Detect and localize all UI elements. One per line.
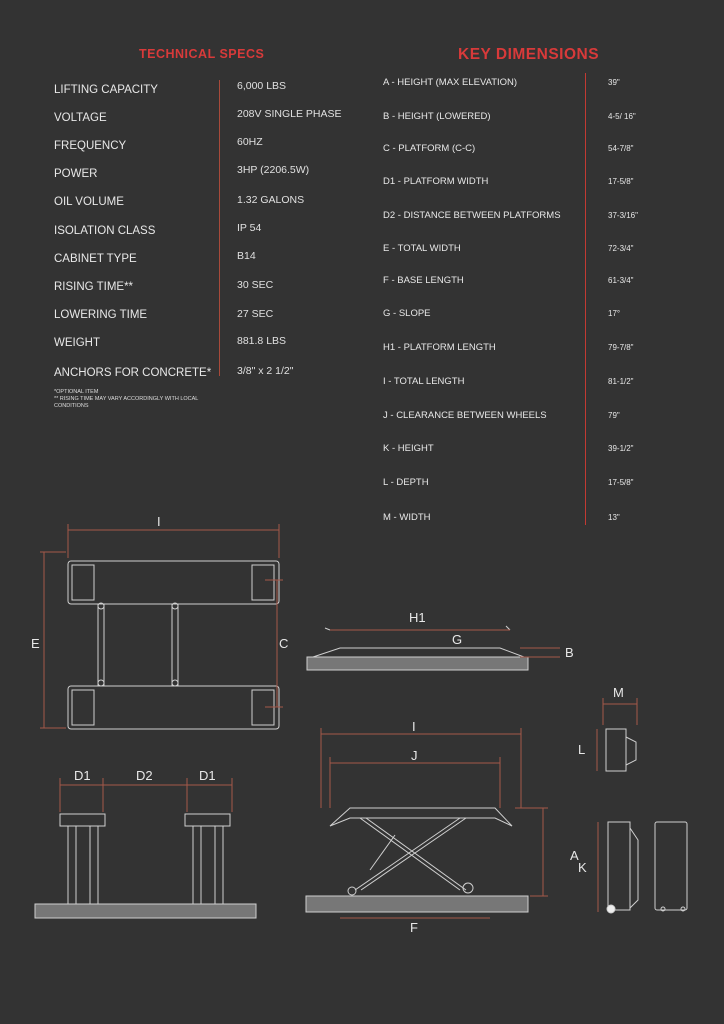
dimension-value: 13": [608, 513, 620, 522]
spec-value: 881.8 LBS: [237, 335, 287, 347]
dim-label-h1: H1: [409, 610, 426, 625]
note-rising-time: ** RISING TIME MAY VARY ACCORDINGLY WITH…: [54, 396, 199, 409]
control-cabinet-drawing: [605, 728, 688, 914]
dim-label-a: A: [570, 848, 579, 863]
dimension-value: 79-7/8": [608, 343, 634, 352]
spec-label: LOWERING TIME: [54, 309, 148, 321]
dimension-label: D2 - DISTANCE BETWEEN PLATFORMS: [383, 210, 561, 221]
technical-specs-title: TECHNICAL SPECS: [139, 47, 265, 61]
dimension-label: K - HEIGHT: [383, 443, 434, 454]
spec-value: B14: [237, 250, 256, 262]
dimension-value: 37-3/16": [608, 211, 638, 220]
dim-label-d1-right: D1: [199, 768, 216, 783]
spec-value: 3/8" x 2 1/2": [237, 365, 294, 377]
dim-label-top-i: I: [157, 514, 161, 529]
dimension-value: 81-1/2": [608, 377, 634, 386]
dimension-label: F - BASE LENGTH: [383, 275, 464, 286]
dim-label-g: G: [452, 632, 462, 647]
spec-notes: *OPTIONAL ITEM ** RISING TIME MAY VARY A…: [54, 389, 234, 410]
dim-label-l: L: [578, 742, 585, 757]
dimension-label: L - DEPTH: [383, 477, 429, 488]
spec-label: VOLTAGE: [54, 112, 107, 124]
dimension-value: 54-7/8": [608, 144, 634, 153]
specs-divider: [219, 80, 220, 376]
dimension-label: J - CLEARANCE BETWEEN WHEELS: [383, 410, 547, 421]
spec-value: 208V SINGLE PHASE: [237, 108, 342, 120]
spec-value: IP 54: [237, 222, 262, 234]
dimension-label: M - WIDTH: [383, 512, 431, 523]
spec-label: ISOLATION CLASS: [54, 225, 156, 237]
spec-label: ANCHORS FOR CONCRETE*: [54, 367, 212, 379]
spec-label: CABINET TYPE: [54, 253, 137, 265]
dimension-value: 4-5/ 16": [608, 112, 636, 121]
spec-label: POWER: [54, 168, 98, 180]
spec-label: LIFTING CAPACITY: [54, 84, 158, 96]
note-optional: *OPTIONAL ITEM: [54, 389, 99, 395]
dimension-value: 72-3/4": [608, 244, 634, 253]
dimension-label: H1 - PLATFORM LENGTH: [383, 342, 496, 353]
dimension-value: 79": [608, 411, 620, 420]
top-view-drawing: [67, 560, 280, 730]
dimension-value: 39-1/2": [608, 444, 634, 453]
dim-label-b: B: [565, 645, 574, 660]
dimension-label: D1 - PLATFORM WIDTH: [383, 176, 489, 187]
dim-label-m: M: [613, 685, 624, 700]
spec-value: 1.32 GALONS: [237, 194, 305, 206]
spec-label: OIL VOLUME: [54, 196, 124, 208]
dim-label-k: K: [578, 860, 587, 875]
spec-value: 3HP (2206.5W): [237, 164, 310, 176]
spec-value: 6,000 LBS: [237, 80, 287, 92]
side-view-drawing: [306, 625, 529, 671]
dim-label-e: E: [31, 636, 40, 651]
dim-label-lift-i: I: [412, 719, 416, 734]
front-view-drawing: [34, 813, 257, 919]
spec-value: 30 SEC: [237, 279, 274, 291]
dimension-value: 61-3/4": [608, 276, 634, 285]
spec-value: 27 SEC: [237, 308, 274, 320]
spec-value: 60HZ: [237, 136, 263, 148]
dimension-value: 17-5/8": [608, 177, 634, 186]
dimension-value: 17-5/8": [608, 478, 634, 487]
dim-label-d1-left: D1: [74, 768, 91, 783]
key-dimensions-title: KEY DIMENSIONS: [458, 46, 600, 63]
dimension-label: B - HEIGHT (LOWERED): [383, 111, 491, 122]
spec-label: RISING TIME**: [54, 281, 134, 293]
dim-label-j: J: [411, 748, 418, 763]
spec-label: WEIGHT: [54, 337, 100, 349]
dimension-label: G - SLOPE: [383, 308, 431, 319]
dimensions-divider: [585, 73, 586, 525]
dimension-value: 39": [608, 78, 620, 87]
dimension-label: E - TOTAL WIDTH: [383, 243, 461, 254]
dim-label-f: F: [410, 920, 418, 935]
scissor-lift-drawing: [305, 807, 529, 913]
dim-label-d2: D2: [136, 768, 153, 783]
dimension-label: A - HEIGHT (MAX ELEVATION): [383, 77, 518, 88]
spec-label: FREQUENCY: [54, 140, 127, 152]
dimension-label: I - TOTAL LENGTH: [383, 376, 465, 387]
dim-label-c: C: [279, 636, 288, 651]
dimension-label: C - PLATFORM (C-C): [383, 143, 476, 154]
dimension-value: 17°: [608, 309, 621, 318]
